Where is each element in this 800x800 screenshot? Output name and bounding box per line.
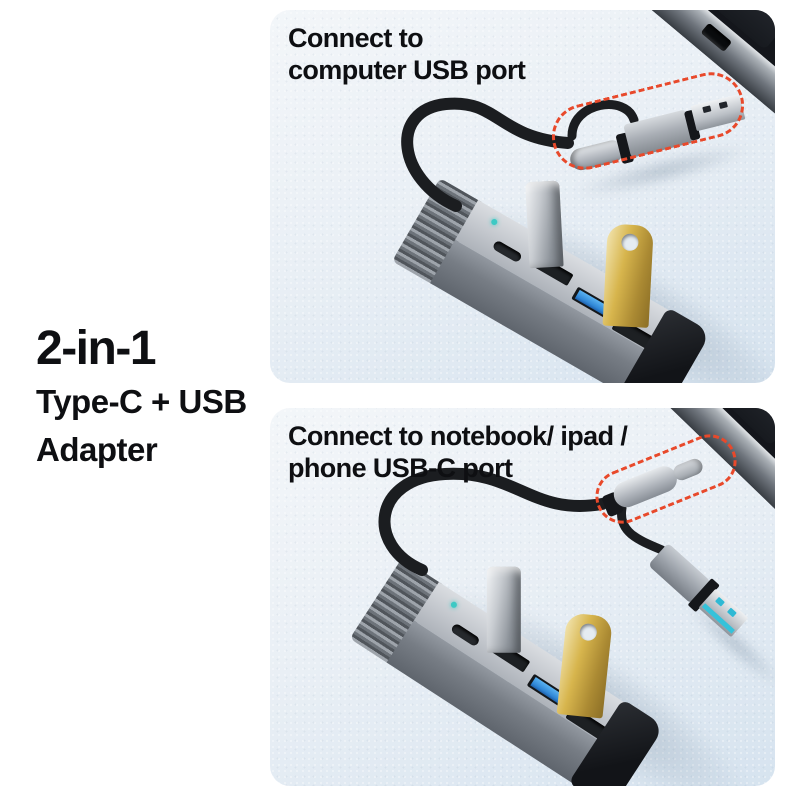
cable [401,97,639,212]
panel-connect-usb-c: Connect to notebook/ ipad / phone USB-C … [270,408,775,786]
hub-cable [378,467,608,576]
panel-top-title: Connect to computer USB port [288,22,526,86]
panel-bottom-title: Connect to notebook/ ipad / phone USB-C … [288,420,628,484]
product-subtitle-line1: Type-C + USB [36,383,247,420]
adapter-strap [617,503,667,555]
panel-top-title-line2: computer USB port [288,55,526,85]
usb-contact [715,596,725,607]
panel-top-title-line1: Connect to [288,23,424,53]
panel-bottom-title-line1: Connect to notebook/ ipad / [288,421,628,451]
hub-cable [401,97,574,212]
cable [378,467,667,576]
product-subtitle-line2: Adapter [36,431,158,468]
connector-strap [567,100,639,141]
panel-bottom-title-line2: phone USB-C port [288,453,513,483]
product-title: 2-in-1 [36,322,157,375]
usb-contact [726,607,737,618]
product-caption: 2-in-1 Type-C + USB Adapter [36,320,247,474]
panel-connect-usb-a: Connect to computer USB port esc [270,10,775,383]
